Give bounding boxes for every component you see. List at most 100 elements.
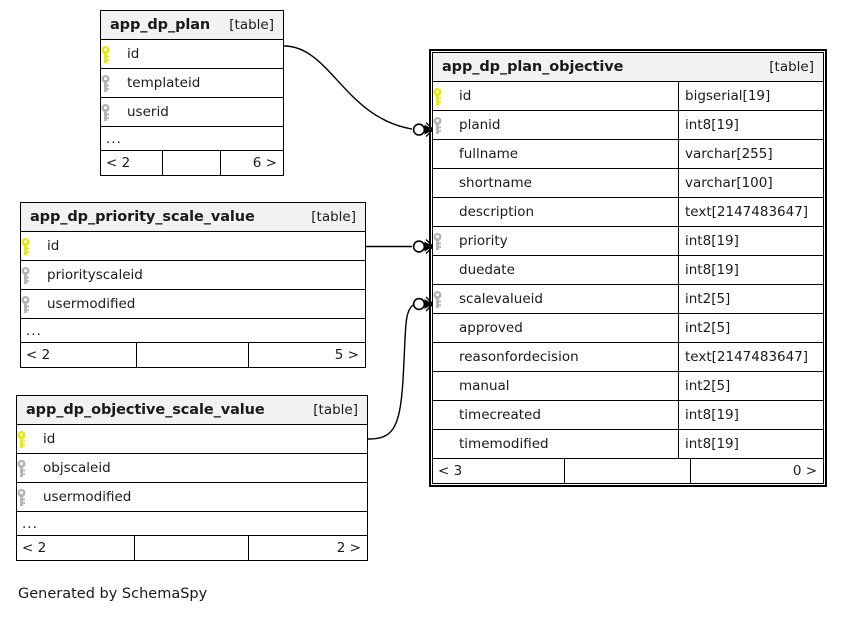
table-row[interactable]: id	[21, 232, 365, 261]
key-icon-primary	[21, 232, 43, 260]
key-icon-foreign	[17, 454, 39, 482]
table-kind-label: [table]	[229, 17, 274, 33]
footer-spacer	[134, 536, 247, 560]
relationship-plan-to-planid[interactable]	[283, 45, 434, 138]
table-footer: < 2 5 >	[21, 343, 365, 367]
key-icon-foreign	[433, 111, 455, 139]
column-name: id	[459, 88, 472, 104]
table-title: app_dp_plan	[110, 17, 211, 33]
outgoing-relationship-count[interactable]: 0 >	[690, 459, 823, 483]
column-name: scalevalueid	[459, 291, 543, 307]
table-row[interactable]: priorityscaleid	[21, 261, 365, 290]
relationship-priorityscalevalue-to-priority[interactable]	[366, 239, 434, 254]
table-kind-label: [table]	[769, 59, 814, 75]
column-name: objscaleid	[43, 460, 111, 476]
column-type: int2[5]	[678, 314, 823, 342]
table-row[interactable]: objscaleid	[17, 454, 367, 483]
table-box-app-dp-objective-scale-value[interactable]: app_dp_objective_scale_value[table]id obj…	[16, 395, 368, 561]
table-row[interactable]: id	[101, 40, 283, 69]
table-footer: < 2 2 >	[17, 536, 367, 560]
table-row[interactable]: shortname varchar[100]	[433, 169, 823, 198]
cardinality-zero-or-one-marker	[412, 240, 426, 253]
column-name: id	[43, 431, 56, 447]
footer-spacer	[563, 459, 691, 483]
column-type: text[2147483647]	[678, 198, 823, 226]
column-type: varchar[100]	[678, 169, 823, 197]
column-type: int8[19]	[678, 111, 823, 139]
table-header-app_dp_objective_scale_value: app_dp_objective_scale_value[table]	[17, 396, 367, 425]
footer-spacer	[136, 343, 247, 367]
incoming-relationship-count[interactable]: < 2	[106, 155, 131, 171]
column-name: usermodified	[43, 489, 132, 505]
key-icon-foreign	[21, 261, 43, 289]
column-name: manual	[459, 378, 510, 394]
table-title: app_dp_objective_scale_value	[26, 402, 265, 418]
column-name: id	[47, 238, 60, 254]
table-row[interactable]: manual int2[5]	[433, 372, 823, 401]
cardinality-zero-or-one-marker	[412, 297, 426, 311]
key-icon-foreign	[17, 483, 39, 511]
column-name: duedate	[459, 262, 515, 278]
cardinality-zero-or-one-marker	[412, 123, 426, 136]
incoming-relationship-count[interactable]: < 2	[22, 540, 47, 556]
column-type: int8[19]	[678, 227, 823, 255]
column-name: fullname	[459, 146, 519, 162]
column-type: int2[5]	[678, 372, 823, 400]
outgoing-relationship-count[interactable]: 2 >	[247, 536, 367, 560]
table-row[interactable]: duedate int8[19]	[433, 256, 823, 285]
column-type: text[2147483647]	[678, 343, 823, 371]
relationship-objectivescalevalue-to-scalevalueid[interactable]	[367, 296, 434, 440]
table-row[interactable]: usermodified	[21, 290, 365, 319]
column-name: shortname	[459, 175, 532, 191]
table-footer: < 3 0 >	[433, 459, 823, 483]
table-footer: < 2 6 >	[101, 151, 283, 175]
column-type: int8[19]	[678, 430, 823, 458]
table-kind-label: [table]	[311, 209, 356, 225]
table-title: app_dp_plan_objective	[442, 59, 624, 75]
truncated-columns-indicator: ...	[101, 127, 283, 151]
column-name: templateid	[127, 75, 201, 91]
truncated-columns-indicator: ...	[17, 512, 367, 536]
generated-by-caption: Generated by SchemaSpy	[18, 586, 208, 602]
table-row[interactable]: fullname varchar[255]	[433, 140, 823, 169]
column-name: userid	[127, 104, 169, 120]
table-header-app_dp_priority_scale_value: app_dp_priority_scale_value [table]	[21, 203, 365, 232]
column-name: usermodified	[47, 296, 136, 312]
column-name: priorityscaleid	[47, 267, 143, 283]
table-row[interactable]: usermodified	[17, 483, 367, 512]
incoming-relationship-count[interactable]: < 3	[438, 463, 463, 479]
truncated-columns-indicator: ...	[21, 319, 365, 343]
key-icon-foreign	[433, 227, 455, 255]
column-type: varchar[255]	[678, 140, 823, 168]
column-type: int2[5]	[678, 285, 823, 313]
key-icon-foreign	[433, 285, 455, 313]
table-row[interactable]: userid	[101, 98, 283, 127]
table-title: app_dp_priority_scale_value	[30, 209, 255, 225]
table-row[interactable]: reasonfordecision text[2147483647]	[433, 343, 823, 372]
outgoing-relationship-count[interactable]: 5 >	[247, 343, 365, 367]
table-row[interactable]: templateid	[101, 69, 283, 98]
table-row[interactable]: planid int8[19]	[433, 111, 823, 140]
key-icon-primary	[17, 425, 39, 453]
table-row[interactable]: id	[17, 425, 367, 454]
column-name: planid	[459, 117, 501, 133]
incoming-relationship-count[interactable]: < 2	[26, 347, 51, 363]
key-icon-foreign	[101, 98, 123, 126]
column-type: int8[19]	[678, 256, 823, 284]
key-icon-foreign	[101, 69, 123, 97]
table-header-app_dp_plan: app_dp_plan [table]	[101, 11, 283, 40]
outgoing-relationship-count[interactable]: 6 >	[219, 151, 283, 175]
table-row[interactable]: scalevalueid int2[5]	[433, 285, 823, 314]
key-icon-primary	[101, 40, 123, 68]
column-name: reasonfordecision	[459, 349, 579, 365]
table-box-app-dp-priority-scale-value[interactable]: app_dp_priority_scale_value [table] id prio…	[20, 202, 366, 368]
relationship-line	[283, 45, 413, 130]
